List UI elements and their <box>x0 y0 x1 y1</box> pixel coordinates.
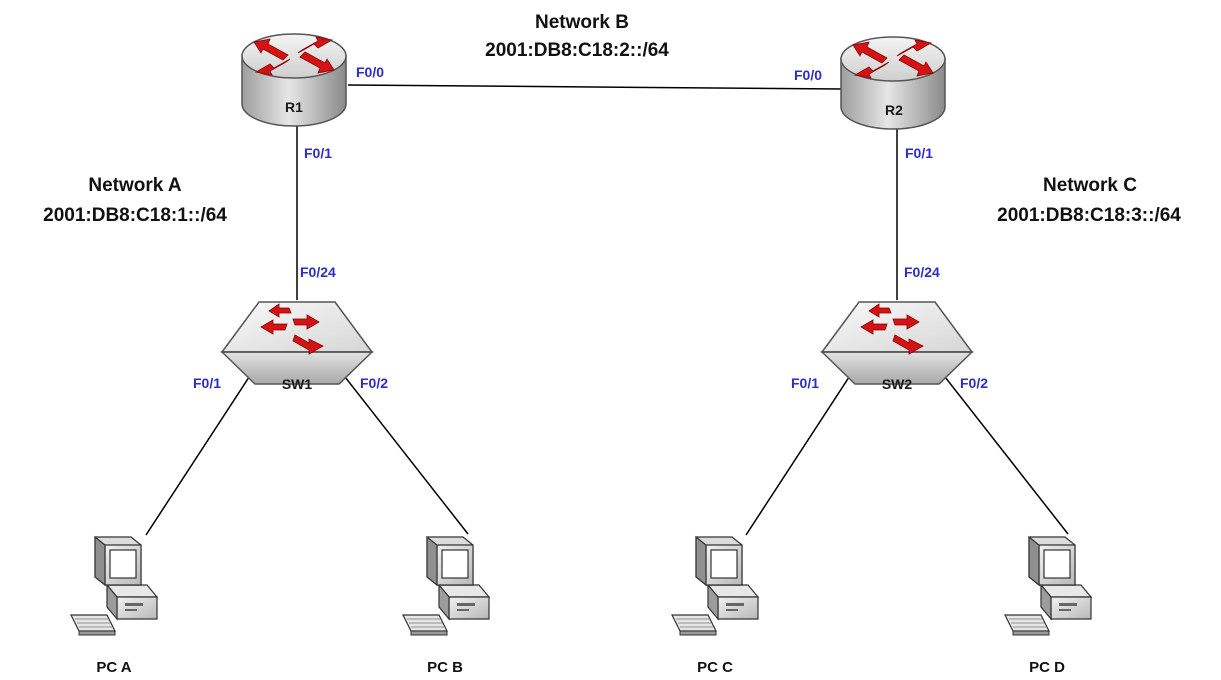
port-label-r2-f0-1: F0/1 <box>905 145 933 161</box>
pc-label: PC A <box>96 659 131 676</box>
switch-label: SW2 <box>882 376 913 392</box>
network-prefix: 2001:DB8:C18:1::/64 <box>43 205 227 226</box>
port-label-sw2-f0-2: F0/2 <box>960 375 988 391</box>
link-sw1-pc-a <box>145 367 256 536</box>
network-b-label: Network B 2001:DB8:C18:2::/64 <box>485 12 669 61</box>
pc-icon <box>70 536 158 636</box>
router-r1[interactable]: R1 <box>241 33 347 127</box>
switch-sw2[interactable]: SW2 <box>821 299 973 392</box>
network-prefix: 2001:DB8:C18:2::/64 <box>485 40 669 61</box>
pc-a[interactable]: PC A <box>70 536 158 676</box>
pc-label: PC B <box>427 659 463 676</box>
network-c-label: Network C 2001:DB8:C18:3::/64 <box>997 175 1181 226</box>
port-labels: F0/0 F0/0 F0/1 F0/1 F0/24 F0/24 F0/1 F0/… <box>193 64 988 391</box>
pc-label: PC C <box>697 659 733 676</box>
pc-d[interactable]: PC D <box>1004 536 1092 676</box>
network-name: Network B <box>535 12 629 33</box>
pc-icon <box>1004 536 1092 636</box>
pc-b[interactable]: PC B <box>402 536 490 676</box>
port-label-sw1-f0-2: F0/2 <box>360 375 388 391</box>
pc-icon <box>402 536 490 636</box>
link-sw2-pc-c <box>745 367 856 536</box>
port-label-sw1-f0-24: F0/24 <box>300 264 336 280</box>
port-label-sw2-f0-1: F0/1 <box>791 375 819 391</box>
pc-c[interactable]: PC C <box>671 536 759 676</box>
switch-icon <box>221 299 373 385</box>
pc-label: PC D <box>1029 659 1065 676</box>
switch-label: SW1 <box>282 376 313 392</box>
links <box>145 84 1069 536</box>
router-label: R2 <box>885 102 903 118</box>
link-sw2-pc-d <box>937 367 1069 535</box>
link-r1-r2 <box>347 84 843 90</box>
pc-icon <box>671 536 759 636</box>
link-sw1-pc-b <box>337 367 469 535</box>
port-label-sw2-f0-24: F0/24 <box>904 264 940 280</box>
switch-sw1[interactable]: SW1 <box>221 299 373 392</box>
port-label-sw1-f0-1: F0/1 <box>193 375 221 391</box>
network-a-label: Network A 2001:DB8:C18:1::/64 <box>43 175 227 226</box>
network-prefix: 2001:DB8:C18:3::/64 <box>997 205 1181 226</box>
port-label-r1-f0-0: F0/0 <box>356 64 384 80</box>
router-label: R1 <box>285 99 303 115</box>
network-name: Network A <box>88 175 182 196</box>
router-r2[interactable]: R2 <box>840 36 946 130</box>
network-name: Network C <box>1043 175 1137 196</box>
port-label-r2-f0-0: F0/0 <box>794 67 822 83</box>
port-label-r1-f0-1: F0/1 <box>304 145 332 161</box>
switch-icon <box>821 299 973 385</box>
